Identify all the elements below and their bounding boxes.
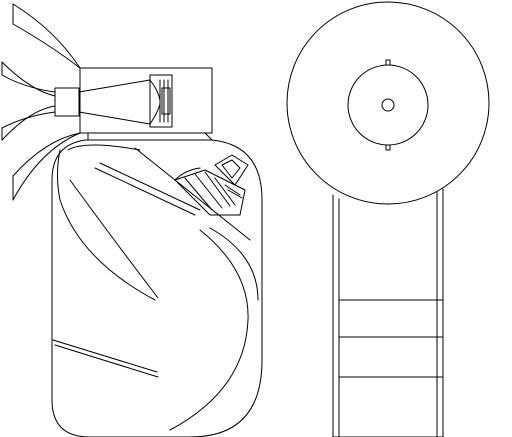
bass-cabinet-side-view [51,139,263,437]
cabinet-baffle-diagonal-2 [99,162,201,211]
horn-flare-upper-inner [12,23,81,69]
woofer-magnet-inner [221,159,241,179]
horn-throat-curve-upper [1,74,56,93]
cabinet-lower-sweep-2 [169,229,249,431]
horn-front-bottom-tab [385,144,391,151]
woofer-magnet-outer [214,154,249,186]
driver-magnet-lines [159,79,169,123]
horn-front-top-tab [385,59,391,66]
horn-flare-lower-outer [12,132,81,201]
driver-cone-lower [149,103,161,125]
driver-cone-upper [149,79,161,101]
driver-inner-box [149,74,173,128]
horn-flare-upper-outer [12,3,81,69]
throat-tube-upper-line [78,79,151,93]
woofer-basket [174,169,246,216]
woofer-driver [174,154,249,216]
woofer-mount-flange [224,184,243,199]
cabinet-bottom-panel-2 [54,344,159,378]
driver-housing-box [79,67,213,134]
cabinet-bottom-panel-1 [52,339,158,373]
cabinet-inner-fold-upper-2 [67,144,141,151]
horn-front-outer-ring [286,1,490,205]
horn-flare-lower-inner [12,132,81,177]
horn-front-inner-ring [347,64,429,146]
horn-front-center-hole [381,98,395,112]
woofer-basket-ribs [184,171,236,211]
cabinet-baffle-diagonal-3 [134,147,251,241]
compression-driver-body [54,87,80,117]
cabinet-baffle-diagonal-1 [94,167,196,216]
woofer-cone-edge [174,167,201,181]
driver-housing-lip [87,132,213,141]
horn-throat-curve-lower [1,111,56,129]
horn-mid-flare-upper [1,61,56,97]
horn-driver-assembly [1,3,213,201]
cabinet-outer-profile [51,139,263,437]
throat-tube-lower-line [78,111,151,125]
driver-magnet-core [161,87,171,115]
horn-mid-flare-lower [1,105,56,141]
cabinet-lower-sweep [69,179,159,299]
bass-horn-front-view [286,1,490,437]
cabinet-lower-sweep-3 [209,227,259,301]
cabinet-inner-fold-upper [57,149,156,301]
